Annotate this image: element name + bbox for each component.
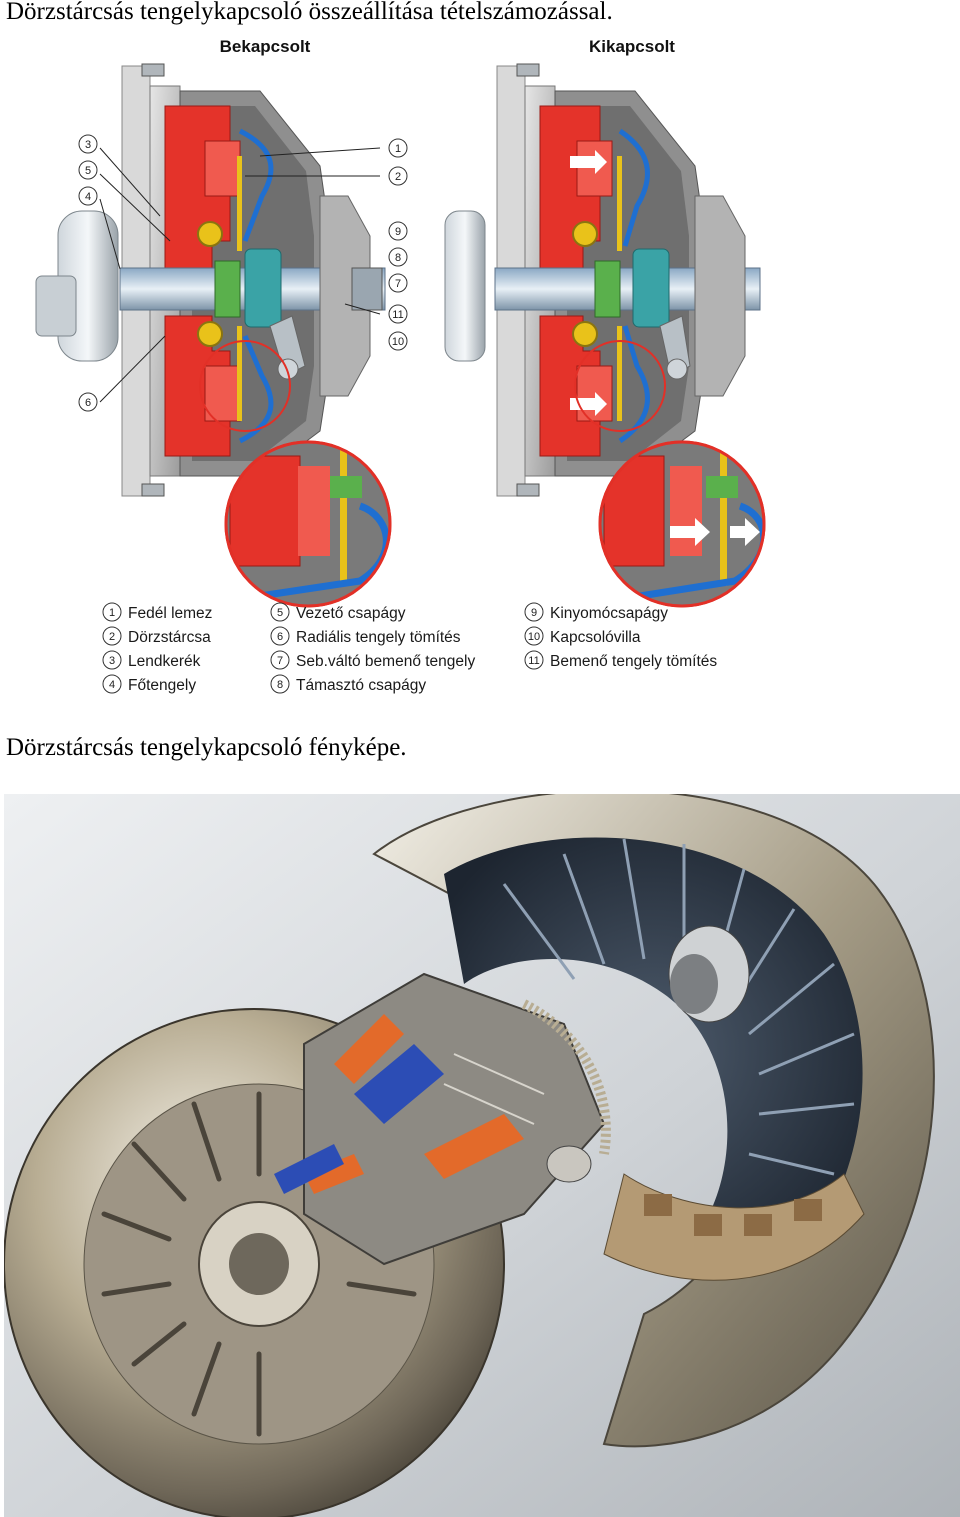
svg-text:1: 1 bbox=[395, 143, 401, 155]
svg-text:2: 2 bbox=[395, 171, 401, 183]
callout-marker: 1 bbox=[388, 138, 408, 158]
svg-text:4: 4 bbox=[109, 679, 115, 691]
callout-marker: 4 bbox=[78, 186, 98, 206]
parts-legend: 1 Fedél lemez 2 Dörzstárcsa 3 Lendkerék 4 Fő… bbox=[102, 602, 717, 694]
svg-text:6: 6 bbox=[85, 397, 91, 409]
svg-text:Főtengely: Főtengely bbox=[128, 677, 196, 694]
legend-item: 7 Seb.váltó bemenő tengely bbox=[270, 650, 475, 670]
callout-marker: 5 bbox=[78, 160, 98, 180]
legend-item: 2 Dörzstárcsa bbox=[102, 626, 211, 646]
legend-item: 3 Lendkerék bbox=[102, 650, 201, 670]
callout-marker: 8 bbox=[388, 247, 408, 267]
callout-marker: 10 bbox=[388, 331, 408, 351]
legend-item: 10 Kapcsolóvilla bbox=[524, 626, 641, 646]
svg-text:3: 3 bbox=[85, 139, 91, 151]
svg-text:5: 5 bbox=[277, 607, 283, 619]
figure-caption-photo: Dörzstárcsás tengelykapcsoló fényképe. bbox=[6, 734, 407, 761]
svg-text:Bemenő tengely tömítés: Bemenő tengely tömítés bbox=[550, 653, 717, 670]
svg-text:8: 8 bbox=[395, 252, 401, 264]
drum-housing bbox=[372, 794, 935, 1448]
svg-text:Seb.váltó bemenő tengely: Seb.váltó bemenő tengely bbox=[296, 653, 475, 670]
svg-text:9: 9 bbox=[531, 607, 537, 619]
svg-text:Kapcsolóvilla: Kapcsolóvilla bbox=[550, 629, 641, 646]
svg-text:1: 1 bbox=[109, 607, 115, 619]
svg-text:10: 10 bbox=[392, 336, 404, 348]
legend-item: 8 Támasztó csapágy bbox=[270, 674, 426, 694]
svg-text:4: 4 bbox=[85, 191, 91, 203]
callout-marker: 3 bbox=[78, 134, 98, 154]
svg-text:10: 10 bbox=[528, 631, 540, 643]
engaged-title: Bekapcsolt bbox=[220, 37, 311, 56]
svg-text:2: 2 bbox=[109, 631, 115, 643]
callout-marker: 2 bbox=[388, 166, 408, 186]
callout-marker: 6 bbox=[78, 392, 98, 412]
svg-text:9: 9 bbox=[395, 226, 401, 238]
engaged-callouts-right: 1 2 9 8 7 11 10 bbox=[388, 138, 408, 351]
svg-text:Dörzstárcsa: Dörzstárcsa bbox=[128, 629, 211, 646]
svg-text:7: 7 bbox=[395, 278, 401, 290]
disengaged-detail-zoom bbox=[600, 442, 764, 606]
svg-text:Támasztó csapágy: Támasztó csapágy bbox=[296, 677, 426, 694]
svg-text:11: 11 bbox=[392, 309, 403, 321]
callout-marker: 7 bbox=[388, 273, 408, 293]
engaged-section-view bbox=[35, 63, 392, 608]
svg-text:5: 5 bbox=[85, 165, 91, 177]
svg-text:Lendkerék: Lendkerék bbox=[128, 653, 201, 670]
svg-text:8: 8 bbox=[277, 679, 283, 691]
disengaged-title: Kikapcsolt bbox=[589, 37, 675, 56]
svg-text:Fedél lemez: Fedél lemez bbox=[128, 605, 212, 622]
svg-text:Radiális tengely tömítés: Radiális tengely tömítés bbox=[296, 629, 461, 646]
legend-item: 1 Fedél lemez bbox=[102, 602, 212, 622]
legend-item: 9 Kinyomócsapágy bbox=[524, 602, 668, 622]
svg-text:Vezető csapágy: Vezető csapágy bbox=[296, 605, 406, 622]
clutch-cutaway-photo bbox=[4, 794, 960, 1517]
legend-item: 5 Vezető csapágy bbox=[270, 602, 406, 622]
engaged-callouts: 3 5 4 6 bbox=[78, 134, 98, 412]
svg-text:Kinyomócsapágy: Kinyomócsapágy bbox=[550, 605, 668, 622]
svg-text:11: 11 bbox=[528, 655, 539, 667]
svg-text:6: 6 bbox=[277, 631, 283, 643]
legend-item: 11 Bemenő tengely tömítés bbox=[524, 650, 717, 670]
cutaway-section bbox=[274, 972, 611, 1266]
legend-item: 4 Főtengely bbox=[102, 674, 196, 694]
figure-caption-assembly: Dörzstárcsás tengelykapcsoló összeállítá… bbox=[6, 0, 613, 25]
svg-text:3: 3 bbox=[109, 655, 115, 667]
clutch-assembly-diagram: Bekapcsolt Kikapcsolt bbox=[35, 37, 766, 694]
svg-text:7: 7 bbox=[277, 655, 283, 667]
callout-marker: 11 bbox=[388, 304, 408, 324]
disengaged-section-view bbox=[444, 63, 761, 497]
callout-marker: 9 bbox=[388, 221, 408, 241]
legend-item: 6 Radiális tengely tömítés bbox=[270, 626, 461, 646]
